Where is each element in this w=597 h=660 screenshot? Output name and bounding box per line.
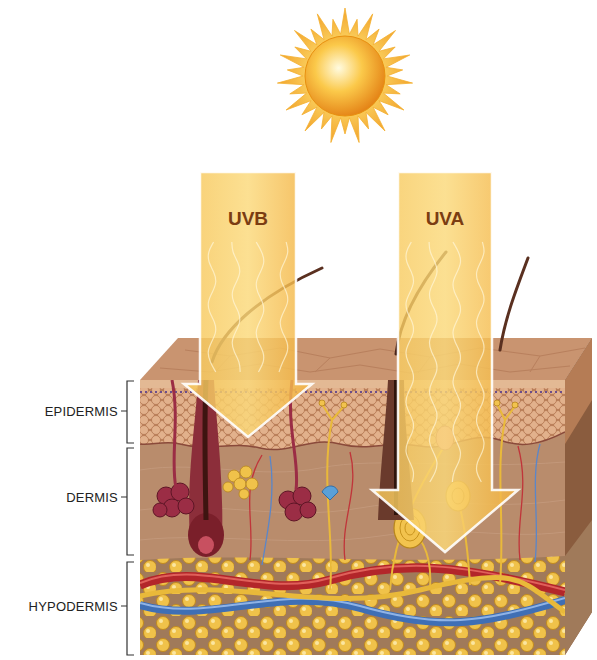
venules [535,444,540,562]
sweat-gland [153,483,316,521]
sun [277,8,412,143]
nerve-tips [341,402,347,408]
sweat-gland [300,502,316,518]
sweat-gland [178,498,194,514]
hair-papilla [198,536,214,554]
layer-brackets [121,448,134,555]
skin-side [565,338,592,655]
sebaceous-gland [246,478,258,490]
arrow-body [184,172,312,437]
skin-side-epidermis [565,338,592,444]
nerve-tips [494,400,500,406]
layer-label: EPIDERMIS [45,404,118,419]
nerve-endings [322,404,344,420]
dermis-layer [140,380,565,655]
nerve-tips [319,400,325,406]
sebaceous-gland [223,466,258,499]
arrow-label: UVA [398,172,492,230]
sun-rays [277,8,412,143]
sebaceous-gland [234,478,246,490]
layer-label: DERMIS [66,490,118,505]
receptor [322,486,338,500]
layer-brackets [121,381,134,655]
ray-wave [279,242,288,372]
ray-wave [232,242,240,372]
ray-wave [256,242,264,372]
sebaceous-gland [240,466,252,478]
ray-wave [452,242,460,482]
nerve-tips [512,402,518,408]
layer-brackets [121,381,134,443]
layer-label: HYPODERMIS [29,599,118,614]
arrow-label: UVB [200,172,296,230]
venules [262,456,272,565]
ray-wave [476,242,484,482]
uv-arrow: UVB [184,172,312,437]
skin-front [140,380,565,655]
sebaceous-gland [239,489,249,499]
nerve-endings [327,420,332,590]
capillaries [518,446,523,560]
ray-wave [429,242,437,482]
sweat-duct [172,380,176,488]
capillaries [344,452,353,560]
sun-disc [305,36,385,116]
hairs [500,258,528,350]
sweat-gland [153,503,167,517]
uv-arrow: UVA [372,172,518,552]
skin-side-hypodermis [565,520,592,655]
nerve [140,577,565,612]
vein-highlight [140,598,565,620]
layer-brackets [121,562,134,655]
ray-wave [208,242,216,372]
sebaceous-gland [223,482,233,492]
ray-wave [406,242,414,482]
arrow-body [372,172,518,552]
